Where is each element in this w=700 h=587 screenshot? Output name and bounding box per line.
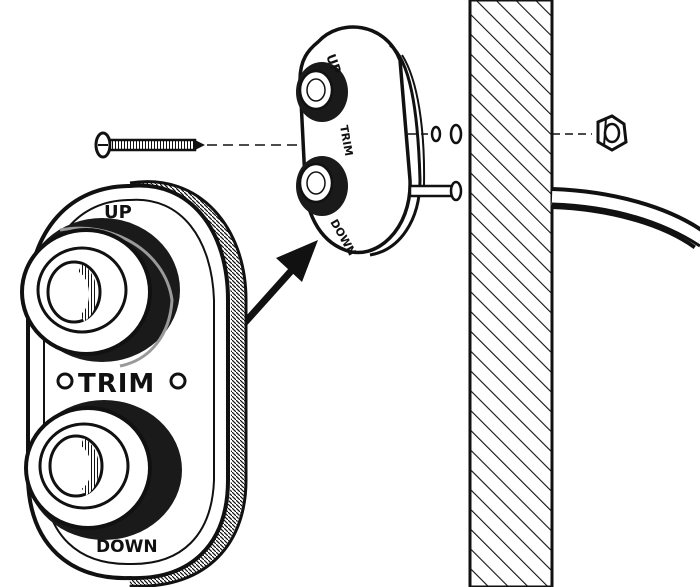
up-button xyxy=(20,218,180,368)
large-trim-switch: UP TRIM DOWN xyxy=(20,180,248,587)
small-up-button xyxy=(296,62,348,122)
large-up-label: UP xyxy=(104,202,132,223)
small-trim-switch: UP TRIM DOWN xyxy=(296,25,426,258)
large-down-label: DOWN xyxy=(96,537,158,557)
small-up-label: UP xyxy=(322,52,343,76)
mounting-panel xyxy=(468,0,554,587)
cable-icon xyxy=(551,187,700,250)
down-button xyxy=(24,400,182,540)
mounting-hole-right xyxy=(169,372,187,390)
mounting-stud xyxy=(408,180,463,202)
arrow-icon xyxy=(236,240,318,332)
nut-icon xyxy=(596,114,628,152)
small-trim-label: TRIM xyxy=(337,124,355,157)
screw-icon xyxy=(94,131,205,159)
mounting-hole-left xyxy=(56,372,74,390)
washer-icon xyxy=(430,123,463,145)
small-down-button xyxy=(296,156,348,216)
large-trim-label: TRIM xyxy=(78,369,155,399)
